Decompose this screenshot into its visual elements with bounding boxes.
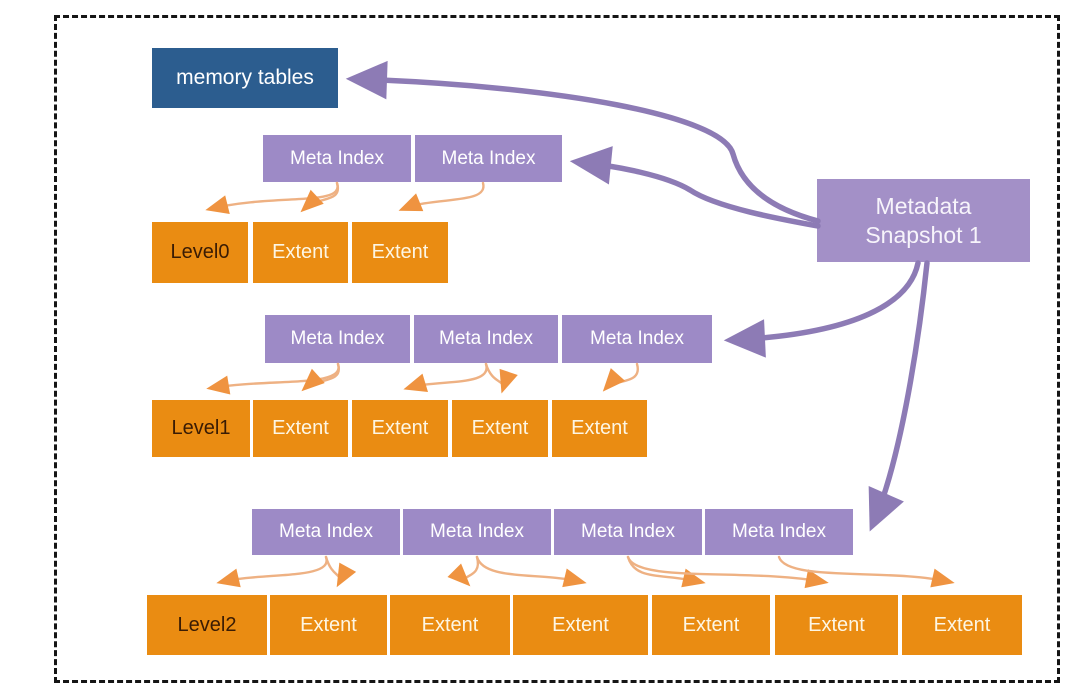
level2-meta-index-2: Meta Index (403, 509, 551, 555)
level2-meta-index-4: Meta Index (705, 509, 853, 555)
level1-meta-index-1: Meta Index (265, 315, 410, 363)
level1-extent-1: Extent (253, 400, 348, 457)
level1-extent-3: Extent (452, 400, 548, 457)
level0-extent-2: Extent (352, 222, 448, 283)
level1-meta-index-2: Meta Index (414, 315, 558, 363)
level2-row-label: Level2 (147, 595, 267, 655)
level2-extent-5: Extent (775, 595, 898, 655)
level2-extent-6: Extent (902, 595, 1022, 655)
level1-extent-4: Extent (552, 400, 647, 457)
level0-meta-index-1: Meta Index (263, 135, 411, 182)
level2-extent-1: Extent (270, 595, 387, 655)
level1-meta-index-3: Meta Index (562, 315, 712, 363)
level2-meta-index-1: Meta Index (252, 509, 400, 555)
level0-extent-1: Extent (253, 222, 348, 283)
level1-row-label: Level1 (152, 400, 250, 457)
dashed-border (54, 15, 1060, 683)
level2-meta-index-3: Meta Index (554, 509, 702, 555)
level2-extent-4: Extent (652, 595, 770, 655)
memory-tables-box: memory tables (152, 48, 338, 108)
level2-extent-2: Extent (390, 595, 510, 655)
level1-extent-2: Extent (352, 400, 448, 457)
metadata-snapshot-box: Metadata Snapshot 1 (817, 179, 1030, 262)
level0-row-label: Level0 (152, 222, 248, 283)
metadata-snapshot-line1: Metadata (875, 192, 972, 219)
level2-extent-3: Extent (513, 595, 648, 655)
level0-meta-index-2: Meta Index (415, 135, 562, 182)
metadata-snapshot-line2: Snapshot 1 (865, 221, 982, 248)
